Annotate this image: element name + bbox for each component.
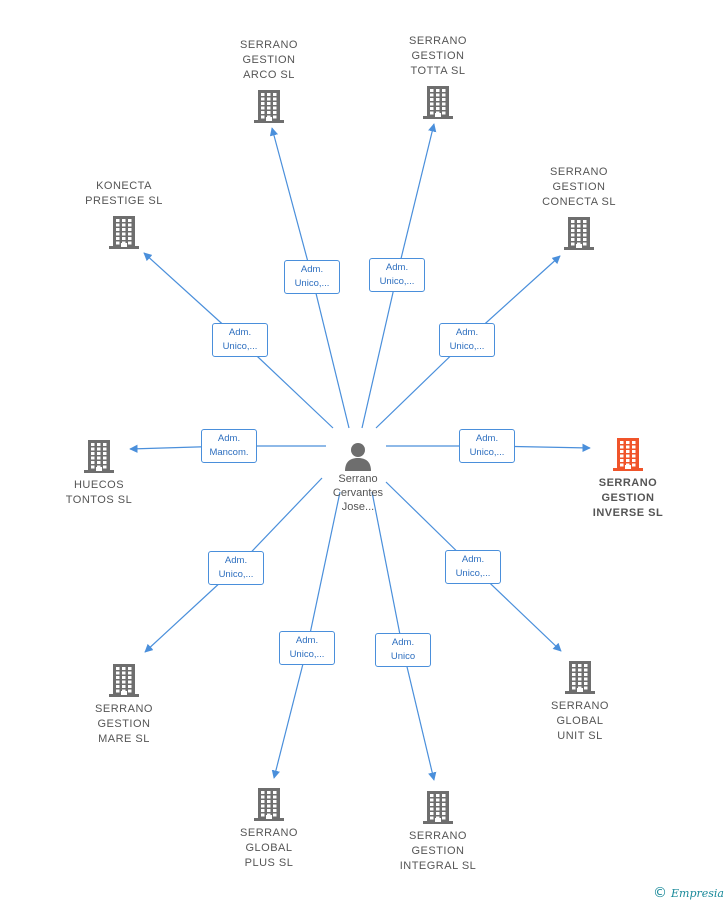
company-node-integral[interactable]: SERRANO GESTION INTEGRAL SL [378,789,498,874]
company-name: SERRANO GLOBAL PLUS SL [240,827,298,869]
person-name: Serrano Cervantes Jose... [332,473,384,513]
company-node-arco[interactable]: SERRANO GESTION ARCO SL [209,38,329,124]
person-icon [345,443,371,471]
company-name: SERRANO GESTION ARCO SL [240,39,298,81]
relation-role: Adm. [455,327,479,338]
relation-role: Adm. [295,635,319,646]
edge-arrow [402,649,437,781]
company-node-global[interactable]: SERRANO GLOBAL UNIT SL [520,659,640,744]
company-name: SERRANO GESTION INTEGRAL SL [399,830,477,872]
copyright-icon: © [653,885,667,901]
building-icon [565,661,595,694]
company-node-plus[interactable]: SERRANO GLOBAL PLUS SL [209,786,329,871]
brand-name: Empresia [671,887,724,900]
edge-segment [311,276,350,429]
company-name: HUECOS TONTOS SL [65,479,133,506]
building-icon [254,90,284,123]
company-node-konecta[interactable]: KONECTA PRESTIGE SL [64,179,184,250]
building-icon [564,217,594,250]
relation-type: Unico,... [449,341,485,352]
relation-label-arco[interactable]: Adm. Unico,... [284,260,340,294]
relation-label-inverse[interactable]: Adm. Unico,... [459,429,515,463]
relation-role: Adm. [300,264,324,275]
edge-arrow [271,647,308,779]
brand-mark[interactable]: © Empresia [653,885,724,901]
company-node-totta[interactable]: SERRANO GESTION TOTTA SL [378,34,498,120]
company-node-mare[interactable]: SERRANO GESTION MARE SL [64,662,184,747]
relation-type: Unico,... [455,568,491,579]
edge-segment [306,491,341,649]
company-node-huecos[interactable]: HUECOS TONTOS SL [39,438,159,508]
relation-label-conecta[interactable]: Adm. Unico,... [439,323,495,357]
building-icon [109,664,139,697]
relation-label-konecta[interactable]: Adm. Unico,... [212,323,268,357]
relation-role: Adm. [461,554,485,565]
building-icon [84,440,114,473]
relation-label-global[interactable]: Adm. Unico,... [445,550,501,584]
company-name: SERRANO GESTION INVERSE SL [592,477,664,519]
relation-type: Unico,... [222,341,258,352]
edge-segment [361,274,398,429]
relation-role: Adm. [391,637,415,648]
building-icon [109,216,139,249]
relation-label-plus[interactable]: Adm. Unico,... [279,631,335,665]
company-name: SERRANO GESTION MARE SL [95,703,153,745]
company-name: SERRANO GESTION TOTTA SL [409,35,467,77]
company-name: SERRANO GESTION CONECTA SL [542,166,616,208]
relation-role: Adm. [217,433,241,444]
company-name: SERRANO GLOBAL UNIT SL [551,700,609,742]
person-node[interactable]: Serrano Cervantes Jose... [303,440,413,514]
relation-role: Adm. [224,555,248,566]
relation-role: Adm. [385,262,409,273]
company-node-conecta[interactable]: SERRANO GESTION CONECTA SL [519,165,639,251]
relation-label-mare[interactable]: Adm. Unico,... [208,551,264,585]
building-icon [423,86,453,119]
relation-label-huecos[interactable]: Adm. Mancom. [201,429,257,463]
edge-segment [371,491,404,651]
relation-type: Mancom. [209,447,249,458]
relation-type: Unico,... [469,447,505,458]
building-icon [613,438,643,471]
relation-type: Unico,... [379,276,415,287]
building-icon [254,788,284,821]
relation-label-integral[interactable]: Adm. Unico [375,633,431,667]
company-node-inverse[interactable]: SERRANO GESTION INVERSE SL [568,436,688,521]
company-name: KONECTA PRESTIGE SL [85,180,163,207]
relation-role: Adm. [475,433,499,444]
relation-type: Unico [390,651,416,662]
relation-type: Unico,... [294,278,330,289]
building-icon [423,791,453,824]
relation-role: Adm. [228,327,252,338]
edge-arrow [396,123,437,276]
edge-arrow [269,127,313,278]
relation-type: Unico,... [218,569,254,580]
relation-label-totta[interactable]: Adm. Unico,... [369,258,425,292]
relation-type: Unico,... [289,649,325,660]
